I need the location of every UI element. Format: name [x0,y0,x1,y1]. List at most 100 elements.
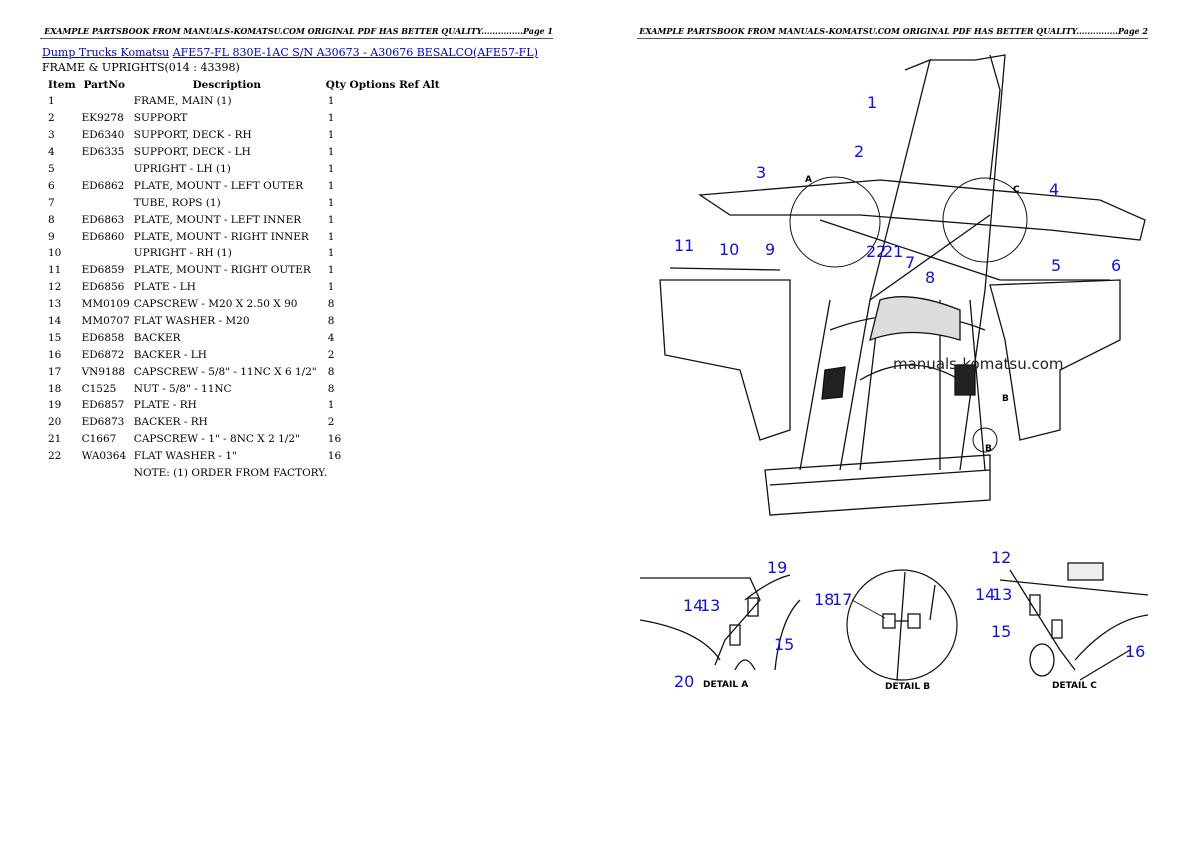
item-number: 3 [48,129,55,142]
callout: 8 [925,268,936,287]
description: CAPSCREW - 1" - 8NC X 2 1/2" [133,433,300,446]
description: PLATE - LH [133,281,196,294]
description: UPRIGHT - RH (1) [133,247,232,260]
item-number: 15 [48,331,62,344]
quantity: 1 [327,146,335,159]
part-number: C1667 [81,433,117,446]
note-row: NOTE: (1) ORDER FROM FACTORY. [44,465,444,482]
col-description: Description [192,79,262,91]
item-number: 19 [48,399,62,412]
part-number: ED6863 [81,213,125,226]
item-number: 21 [48,433,62,446]
table-note: NOTE: (1) ORDER FROM FACTORY. [133,467,328,480]
table-row: 10 UPRIGHT - RH (1) 1 [44,245,444,262]
part-number: ED6856 [81,281,125,294]
quantity: 16 [327,433,342,446]
parts-table: Item PartNo Description Qty Options Ref … [44,77,444,481]
item-number: 14 [48,315,62,328]
quantity: 8 [327,298,335,311]
callout: 12 [991,548,1012,567]
watermark: manuals-komatsu.com [893,355,1064,373]
breadcrumb-link-model[interactable]: AFE57-FL 830E-1AC S/N A30673 - A30676 BE… [172,46,538,59]
callout: 18 [814,590,835,609]
quantity: 1 [327,163,335,175]
description: PLATE, MOUNT - LEFT OUTER [133,179,304,192]
description: FRAME, MAIN (1) [133,95,232,108]
description: PLATE - RH [133,399,197,412]
callout: 21 [883,242,904,261]
callout: 2 [854,142,865,161]
quantity: 2 [327,348,335,361]
item-number: 7 [48,196,55,209]
callout: 15 [774,635,795,654]
quantity: 8 [327,382,335,395]
quantity: 16 [327,450,342,463]
part-number: ED6340 [81,129,125,142]
quantity: 1 [327,196,335,209]
item-number: 11 [48,264,62,277]
callout: 16 [1125,642,1146,661]
detail-c-label: DETAIL C [1052,681,1097,691]
part-number: ED6335 [81,146,125,159]
quantity: 2 [327,416,335,429]
quantity: 8 [327,315,335,328]
part-number: EK9278 [81,112,124,125]
callout: 11 [674,236,695,255]
callout: 10 [719,240,740,259]
quantity: 1 [327,281,335,294]
quantity: 1 [327,247,335,260]
item-number: 4 [48,146,55,159]
callout: 13 [700,596,721,615]
item-number: 1 [48,95,55,108]
col-partno: PartNo [83,79,125,91]
table-row: 19 ED6857 PLATE - RH 1 [44,397,444,414]
col-qty: Qty Options Ref Alt [325,79,440,91]
breadcrumb: Dump Trucks Komatsu AFE57-FL 830E-1AC S/… [42,46,538,59]
section-title: FRAME & UPRIGHTS(014 : 43398) [42,61,240,74]
description: BACKER - RH [133,416,208,429]
callout: 19 [767,558,788,577]
item-number: 20 [48,416,62,429]
callout: 22 [866,242,887,261]
callout: 7 [905,253,916,272]
page-2-header: EXAMPLE PARTSBOOK FROM MANUALS-KOMATSU.C… [637,26,1148,39]
page-1-header: EXAMPLE PARTSBOOK FROM MANUALS-KOMATSU.C… [40,26,553,39]
callout: 1 [867,93,878,112]
item-number: 10 [48,247,62,260]
item-number: 13 [48,298,62,311]
callout: 20 [674,672,695,691]
part-number: MM0707 [81,315,130,328]
callout: 6 [1111,256,1122,275]
breadcrumb-link-dump-trucks[interactable]: Dump Trucks Komatsu [42,46,170,59]
description: BACKER [133,331,181,344]
item-number: 9 [48,230,55,243]
callout: 5 [1051,256,1062,275]
view-letter-b: B [1002,394,1009,404]
callout: 4 [1049,180,1060,199]
quantity: 1 [327,399,335,412]
part-number: ED6857 [81,399,125,412]
description: FLAT WASHER - 1" [133,450,237,463]
part-number: ED6859 [81,264,125,277]
quantity: 1 [327,230,335,243]
part-number: ED6872 [81,348,125,361]
quantity: 4 [327,331,335,344]
view-letter-a: A [805,175,812,185]
quantity: 1 [327,129,335,142]
callout: 14 [975,585,996,604]
item-number: 17 [48,365,62,378]
part-number: WA0364 [81,450,127,463]
